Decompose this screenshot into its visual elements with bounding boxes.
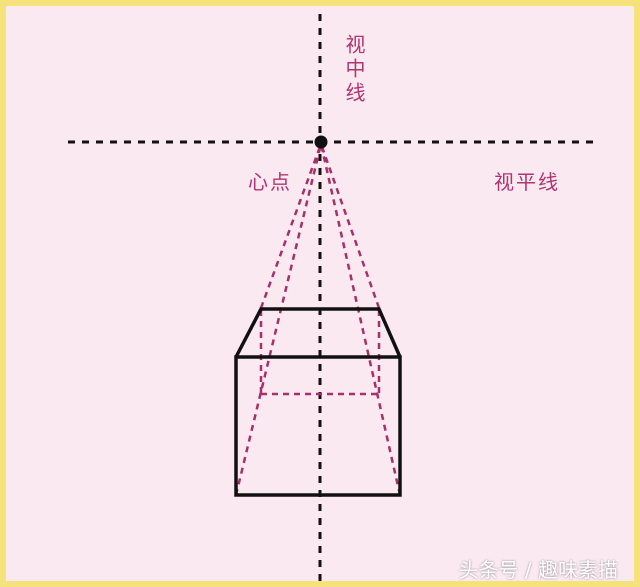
vertical-line-label: 视中线 (342, 34, 366, 106)
box-top-face (234, 307, 402, 358)
perspective-line-bottom-left (234, 143, 323, 496)
perspective-line-top-left (259, 143, 323, 309)
horizon-line-label: 视平线 (494, 170, 560, 194)
watermark: 头条号 / 趣味素描 (458, 558, 618, 582)
perspective-lines (234, 143, 402, 496)
hidden-back-edges (259, 310, 381, 396)
perspective-line-top-right (319, 143, 381, 309)
diagram-frame: 视中线 心点 视平线 (6, 6, 634, 581)
vanishing-point (314, 135, 328, 149)
perspective-diagram (68, 14, 600, 581)
perspective-line-bottom-right (319, 143, 402, 496)
box-front-face (234, 355, 402, 497)
box-outline (234, 307, 402, 497)
center-point-label: 心点 (248, 170, 292, 194)
